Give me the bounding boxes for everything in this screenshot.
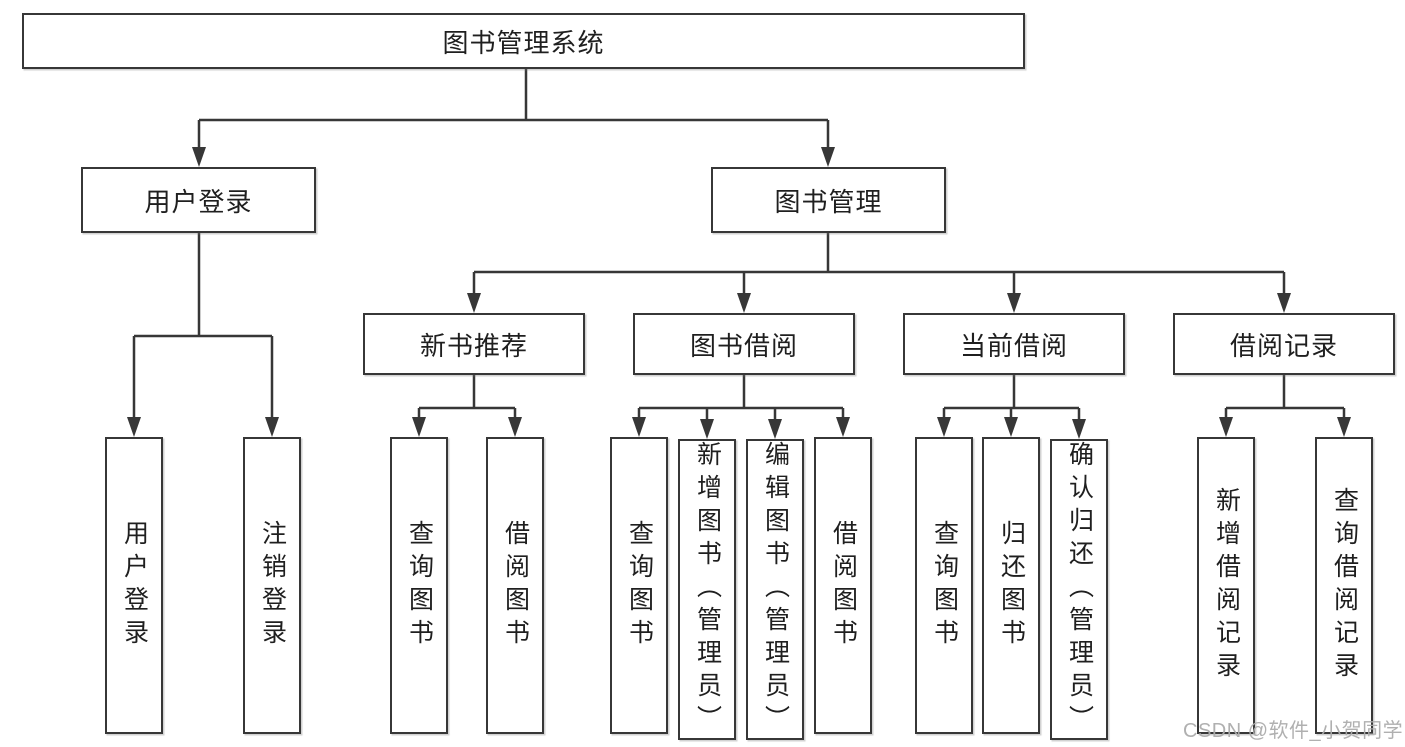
node-current-borrow: 当前借阅 [903,313,1125,375]
node-new-book-recommend: 新书推荐 [363,313,585,375]
leaf-borrow-book-1: 借阅图书 [486,437,544,734]
leaf-confirm-return-admin-label: 确认归还（管理员） [1065,441,1094,738]
leaf-return-book-label: 归还图书 [997,519,1026,652]
leaf-add-book-admin: 新增图书（管理员） [678,439,736,740]
leaf-user-login-label: 用户登录 [120,519,149,652]
leaf-add-book-admin-label: 新增图书（管理员） [693,441,722,738]
leaf-borrow-book-2: 借阅图书 [814,437,872,734]
leaf-query-book-3: 查询图书 [915,437,973,734]
leaf-edit-book-admin: 编辑图书（管理员） [746,439,804,740]
leaf-confirm-return-admin: 确认归还（管理员） [1050,439,1108,740]
leaf-query-book-2: 查询图书 [610,437,668,734]
node-book-borrow-label: 图书借阅 [689,330,798,361]
node-root-system: 图书管理系统 [22,13,1025,69]
node-book-management-label: 图书管理 [774,186,883,217]
node-borrow-record: 借阅记录 [1173,313,1395,375]
leaf-user-login: 用户登录 [105,437,163,734]
leaf-query-book-3-label: 查询图书 [930,519,959,652]
node-current-borrow-label: 当前借阅 [959,330,1068,361]
leaf-query-borrow-record-label: 查询借阅记录 [1330,486,1359,685]
leaf-edit-book-admin-label: 编辑图书（管理员） [761,441,790,738]
leaf-add-borrow-record-label: 新增借阅记录 [1212,486,1241,685]
leaf-logout-label: 注销登录 [258,519,287,652]
node-root-label: 图书管理系统 [442,27,605,58]
leaf-query-book-1: 查询图书 [390,437,448,734]
leaf-query-borrow-record: 查询借阅记录 [1315,437,1373,734]
leaf-logout: 注销登录 [243,437,301,734]
node-new-book-recommend-label: 新书推荐 [419,330,528,361]
leaf-query-book-2-label: 查询图书 [625,519,654,652]
node-user-login: 用户登录 [81,167,316,233]
node-user-login-label: 用户登录 [144,186,253,217]
leaf-borrow-book-1-label: 借阅图书 [501,519,530,652]
leaf-query-book-1-label: 查询图书 [405,519,434,652]
csdn-watermark: CSDN @软件_小贺同学 [1183,720,1404,742]
leaf-add-borrow-record: 新增借阅记录 [1197,437,1255,734]
node-borrow-record-label: 借阅记录 [1229,330,1338,361]
leaf-return-book: 归还图书 [982,437,1040,734]
leaf-borrow-book-2-label: 借阅图书 [829,519,858,652]
arrowheads [127,147,1351,439]
node-book-management: 图书管理 [711,167,946,233]
node-book-borrow: 图书借阅 [633,313,855,375]
